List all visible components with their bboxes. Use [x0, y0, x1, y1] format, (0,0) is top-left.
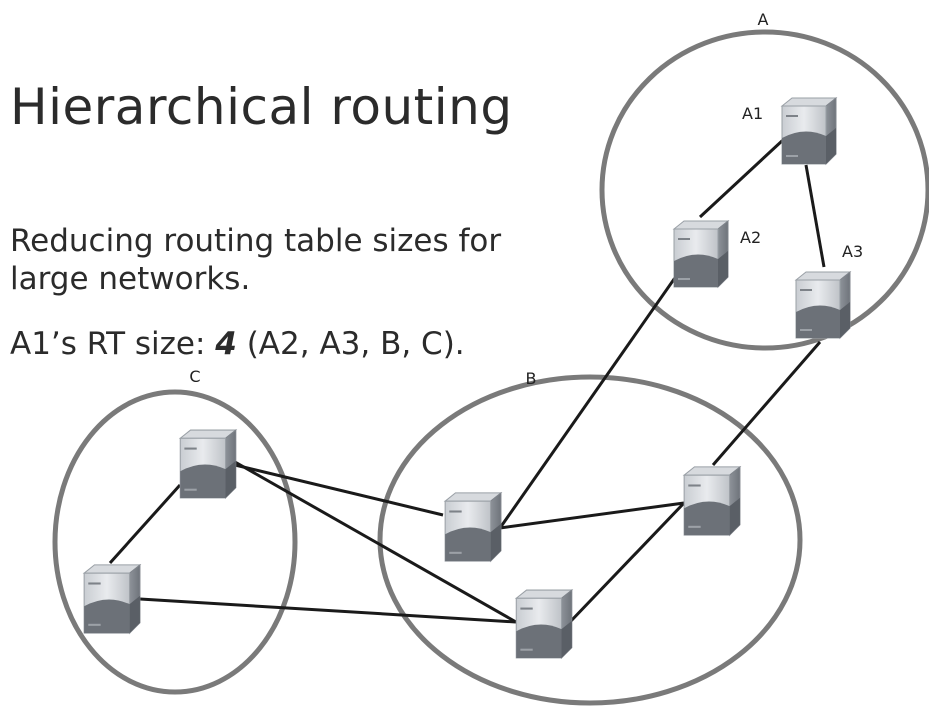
link-b1-b2	[499, 501, 685, 530]
cluster-b-label: B	[526, 369, 537, 388]
link-c1-c2	[108, 483, 182, 565]
server-icon-a3	[794, 270, 852, 340]
link-a1-a3	[804, 164, 826, 268]
link-a3-b2	[711, 341, 822, 466]
slide-subtitle: Reducing routing table sizes for large n…	[10, 223, 502, 297]
rt-size-line: A1’s RT size: 4 (A2, A3, B, C).	[10, 326, 465, 362]
rt-size-suffix: (A2, A3, B, C).	[236, 326, 465, 362]
link-a1-a2	[698, 138, 785, 219]
server-icon-a2	[672, 219, 730, 289]
cluster-c-label: C	[189, 367, 200, 386]
slide-title: Hierarchical routing	[10, 78, 513, 136]
server-icon-c2	[83, 563, 142, 635]
links	[108, 138, 826, 624]
rt-size-prefix: A1’s RT size:	[10, 326, 216, 362]
link-c2-b3	[139, 597, 517, 624]
rt-size-value: 4	[215, 326, 237, 362]
server-icon-c1	[179, 429, 237, 499]
cluster-a-label: A	[758, 10, 769, 29]
cluster-c-boundary	[52, 389, 298, 695]
cluster-a-boundary	[599, 29, 929, 351]
node-label-a1: A1	[742, 104, 763, 123]
server-icon-b3	[515, 589, 573, 659]
link-a2-b1	[498, 261, 688, 529]
server-icon-b2	[683, 465, 742, 537]
node-label-a3: A3	[842, 242, 863, 261]
cluster-b-boundary	[377, 374, 803, 706]
server-icon-b1	[443, 491, 503, 563]
link-b2-b3	[568, 501, 686, 624]
server-icon-a1	[780, 96, 838, 166]
link-c1-b3	[234, 460, 517, 624]
node-label-a2: A2	[740, 228, 761, 247]
link-c1-b1	[234, 463, 444, 517]
